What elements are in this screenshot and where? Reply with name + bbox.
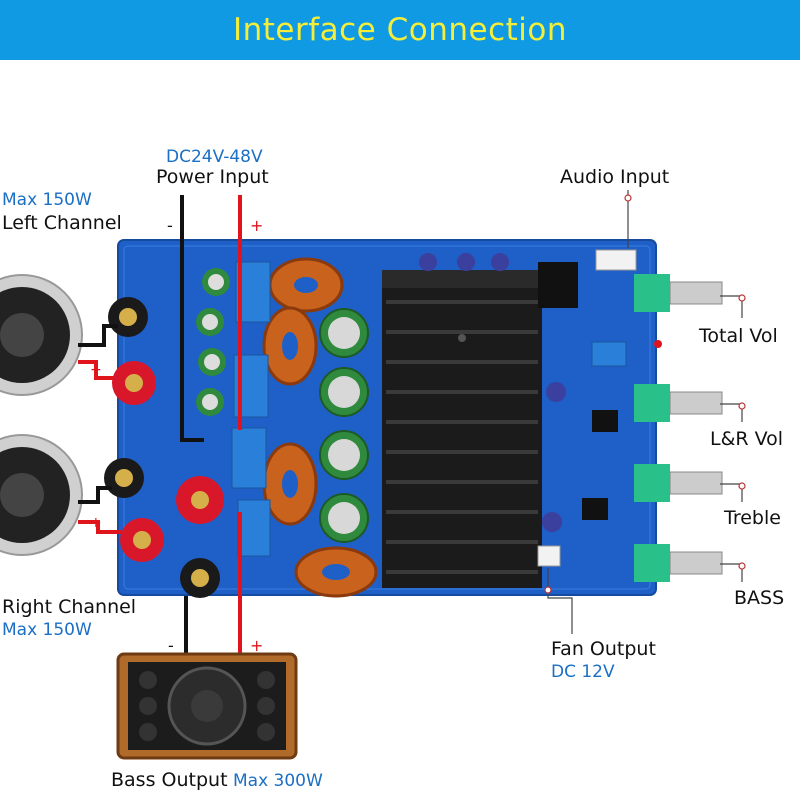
power-spec: DC24V-48V xyxy=(166,147,263,167)
audio-input-label: Audio Input xyxy=(560,166,670,188)
left-channel-label: Left Channel xyxy=(2,212,122,234)
banner-title: Interface Connection xyxy=(232,12,568,48)
lr-vol-label: L&R Vol xyxy=(710,428,784,450)
fan-output-spec: DC 12V xyxy=(551,662,615,682)
inductors xyxy=(262,257,378,598)
right-minus-sign: - xyxy=(90,483,96,499)
total-vol-label: Total Vol xyxy=(699,325,778,347)
right-plus-sign: + xyxy=(90,515,102,531)
bass-output-label: Bass Output xyxy=(111,769,228,791)
capacitors xyxy=(196,253,566,543)
fan-output-label: Fan Output xyxy=(551,638,656,660)
bass-minus-sign: - xyxy=(168,636,174,655)
treble-label: Treble xyxy=(724,507,781,529)
bass-output-spec: Max 300W xyxy=(233,771,323,791)
power-negative-wire xyxy=(180,195,204,442)
power-plus-sign: + xyxy=(250,216,264,235)
left-channel-spec: Max 150W xyxy=(2,190,92,210)
film-capacitors xyxy=(231,261,271,557)
regulator-chip xyxy=(538,262,578,308)
potentiometers xyxy=(634,274,723,582)
heatsink xyxy=(382,270,542,588)
audio-input-connector xyxy=(595,249,637,271)
bass-speaker-cabinet xyxy=(116,652,298,760)
right-channel-label: Right Channel xyxy=(2,596,137,618)
left-speaker xyxy=(0,274,83,396)
fan-connector xyxy=(537,545,561,567)
amplifier-illustration xyxy=(0,190,746,760)
bass-label: BASS xyxy=(734,587,785,609)
bass-plus-sign: + xyxy=(250,636,264,655)
right-channel-spec: Max 150W xyxy=(2,620,92,640)
left-minus-sign: - xyxy=(90,321,96,337)
power-minus-sign: - xyxy=(167,216,173,235)
right-speaker xyxy=(0,434,83,556)
power-input-label: Power Input xyxy=(156,166,269,188)
leader-lines xyxy=(544,190,746,634)
title-banner: Interface Connection xyxy=(0,0,800,60)
left-plus-sign: + xyxy=(90,362,102,378)
